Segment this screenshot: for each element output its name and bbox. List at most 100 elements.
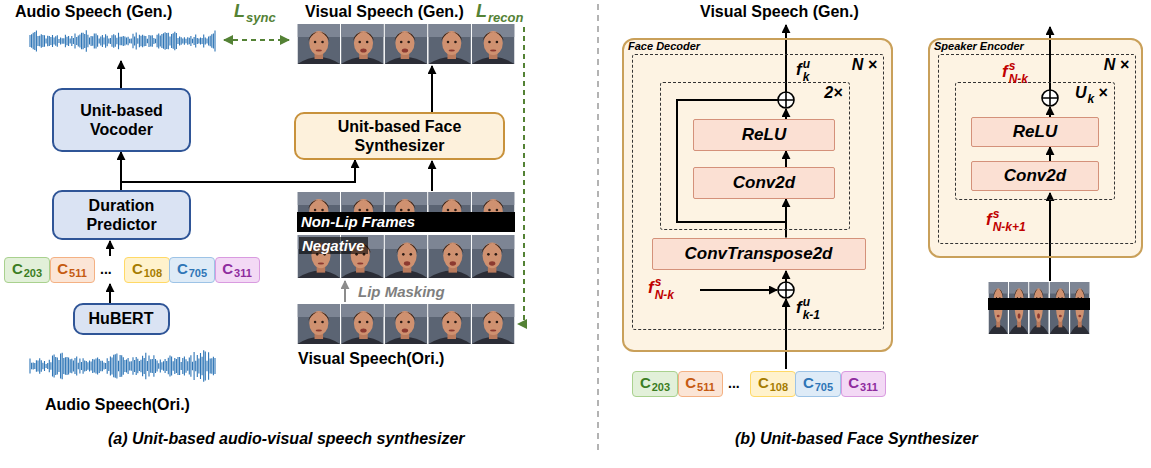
audio-waveform: [30, 350, 215, 382]
art-part: [353, 312, 374, 321]
convtranspose-layer: ConvTranspose2d: [652, 238, 866, 270]
unit-token: C511: [50, 257, 95, 283]
art-part: [1056, 291, 1066, 303]
face-frame: [385, 304, 428, 344]
art-part: [1059, 315, 1062, 318]
art-part: [496, 41, 499, 43]
operation-label-part: Lip Masking: [358, 283, 445, 300]
art-part: [358, 41, 361, 43]
art-part: [1075, 290, 1084, 322]
unit-token-text: 311: [234, 267, 252, 279]
loss-label-part: sync: [246, 10, 276, 25]
text-holder: ConvTranspose2d: [653, 239, 865, 269]
face-frame: [341, 304, 384, 344]
art-part: [489, 261, 495, 265]
art-part: [993, 291, 1003, 303]
panel-divider: [597, 4, 599, 455]
art-part: [999, 303, 1000, 306]
unit-token: C705: [795, 371, 841, 397]
frame-strip-label: Non-Lip Frames: [301, 213, 415, 230]
art-part: [1056, 290, 1065, 322]
art-part: [472, 235, 515, 278]
art-part: [483, 312, 504, 321]
text-holder: Uk×: [1075, 84, 1108, 102]
audio-waveform: [30, 30, 215, 51]
ellipsis: ...: [100, 261, 112, 277]
unit-token-text: 705: [189, 267, 207, 279]
input-video-label: Visual Speech(Ori.): [298, 350, 444, 368]
flow-connector: [1049, 147, 1051, 161]
flow-connector: [785, 199, 787, 238]
unit-token-text: 203: [24, 267, 42, 279]
face-synthesizer-box-text: Unit-based Face Synthesizer: [302, 117, 497, 155]
art-part: [994, 290, 1003, 322]
face-frame: [385, 235, 428, 278]
art-part: [488, 41, 491, 43]
art-part: [449, 50, 455, 52]
art-part: [496, 321, 499, 323]
text-holder: Conv2d: [972, 162, 1098, 190]
text-holder: C108: [125, 258, 169, 282]
face-frame: [1070, 281, 1089, 334]
repeat-block-text: U: [1075, 84, 1087, 101]
unit-token-text: C: [57, 261, 68, 278]
loss-label: Lrecon: [476, 1, 523, 22]
feature-symbol-part: s: [1009, 60, 1028, 73]
mask-bar: [988, 298, 1090, 310]
sum-symbol: [778, 92, 794, 108]
text-holder: C705: [796, 372, 840, 396]
face-frame: [428, 235, 471, 278]
output-video-label-part: Visual Speech (Gen.): [305, 3, 464, 20]
feature-symbol-part: N-k+1: [993, 221, 1026, 234]
art-part: [1078, 315, 1081, 318]
art-part: [483, 200, 504, 209]
art-part: [428, 24, 471, 64]
art-part: [441, 312, 462, 321]
flow-arrow: [1049, 27, 1051, 90]
art-part: [1058, 303, 1059, 306]
index-stack: uk-1: [803, 296, 820, 321]
output-video-label-part: Visual Speech (Gen.): [700, 3, 859, 20]
loss-arrow: [224, 39, 289, 41]
unit-token: C311: [841, 371, 886, 397]
panel-caption-part: (b) Unit-based Face Synthesizer: [735, 430, 978, 447]
repeat-block: N ×Uk×ReLUConv2d: [938, 54, 1136, 244]
art-part: [314, 209, 317, 211]
flow-arrow: [431, 66, 433, 112]
art-part: [1034, 291, 1044, 303]
flow-arrow: [109, 241, 111, 256]
art-part: [447, 41, 450, 43]
unit-token-text: 108: [770, 381, 788, 393]
convtranspose-layer-text: ConvTranspose2d: [684, 244, 832, 264]
frame-strip-label-part: Non-Lip Frames: [301, 213, 415, 230]
speaker-encoder-panel: Speaker EncoderN ×Uk×ReLUConv2d: [928, 38, 1143, 258]
feature-symbol: fuk: [796, 58, 810, 83]
art-part: [394, 32, 415, 41]
feature-symbol: fsN-k: [648, 276, 674, 301]
face-frame: [1009, 281, 1028, 334]
art-part: [1014, 289, 1024, 297]
art-part: [487, 253, 490, 256]
face-frame: [1029, 281, 1048, 334]
feature-symbol-part: s: [993, 208, 1026, 221]
feature-symbol-part: s: [655, 276, 674, 289]
art-part: [996, 303, 997, 306]
art-part: [1034, 290, 1043, 322]
conv-layer-text: Conv2d: [1004, 166, 1066, 186]
relu-layer-text: ReLU: [1013, 122, 1057, 142]
art-part: [454, 41, 457, 43]
sum-symbol: [778, 282, 794, 298]
feature-symbol: fsN-k+1: [986, 208, 1026, 233]
face-synthesizer-box: Unit-based Face Synthesizer: [294, 112, 505, 160]
unit-token-text: C: [132, 261, 143, 278]
art-part: [490, 50, 496, 52]
art-part: [428, 235, 471, 278]
unit-token-text: 511: [697, 381, 715, 393]
art-part: [1029, 281, 1048, 334]
art-part: [366, 41, 369, 43]
unit-token-text: C: [685, 375, 696, 392]
art-part: [358, 321, 361, 323]
art-part: [400, 41, 403, 43]
panel-caption: (b) Unit-based Face Synthesizer: [735, 430, 978, 448]
art-part: [1078, 303, 1079, 306]
